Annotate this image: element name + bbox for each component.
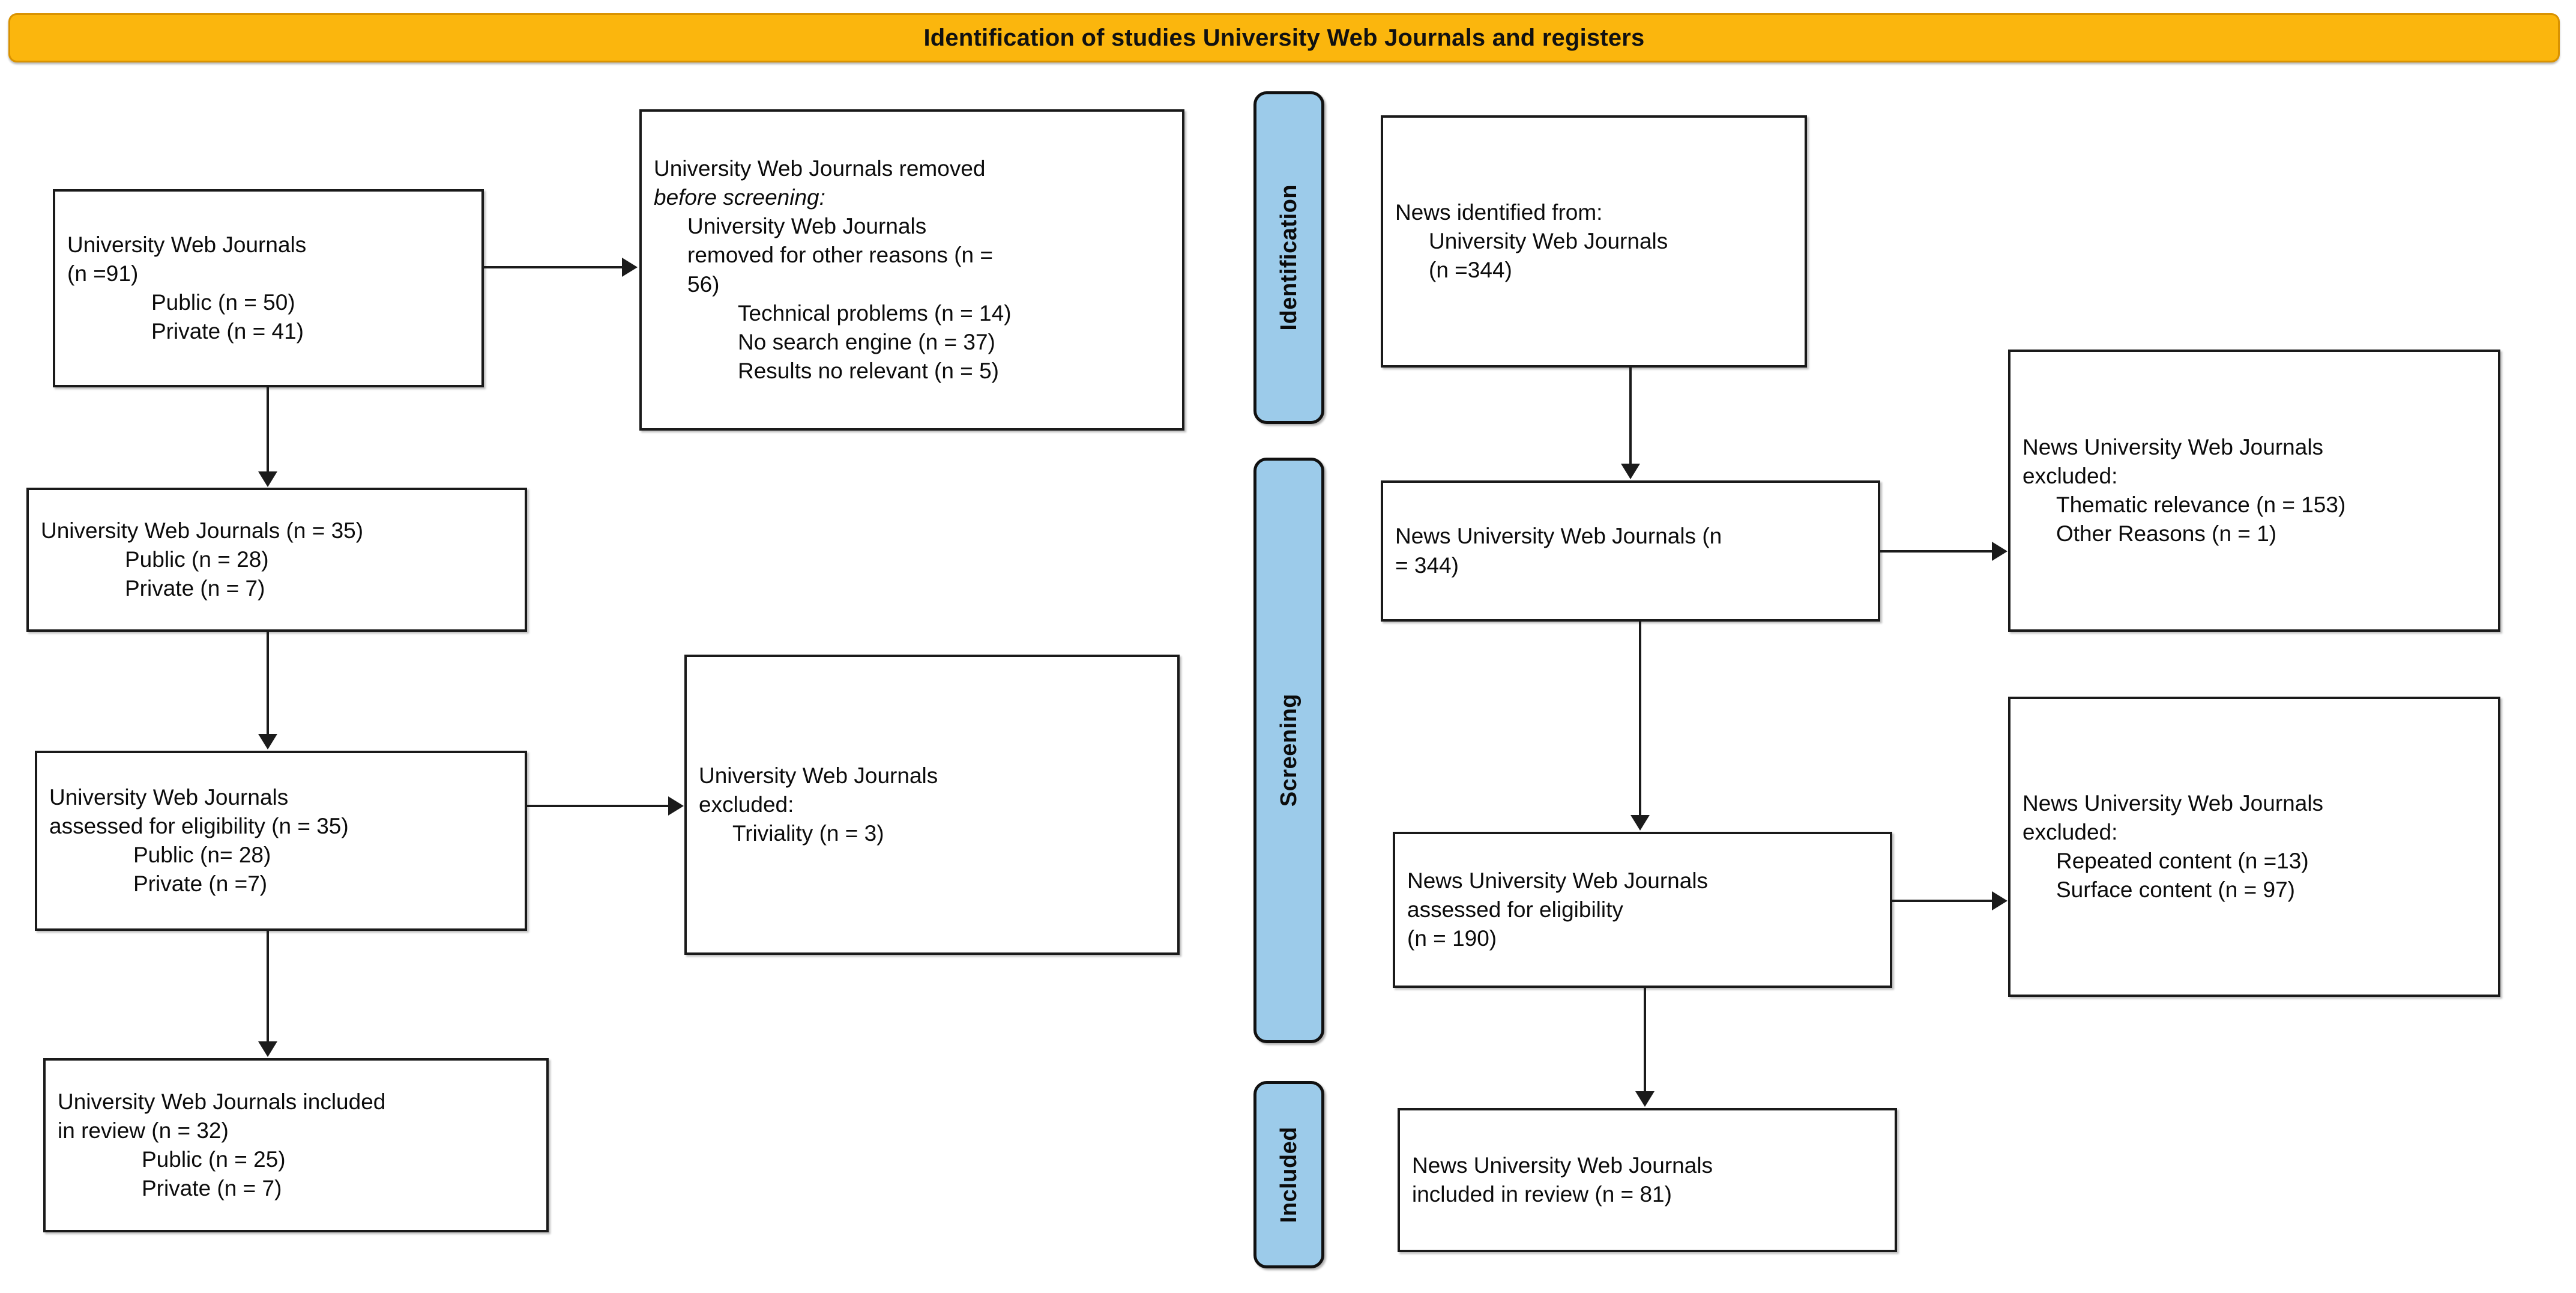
connector-right-screened-to-eligibility	[1639, 622, 1641, 815]
box-right-eligibility: News University Web Journals assessed fo…	[1393, 832, 1892, 988]
arrowhead-left-eligibility-to-excluded	[668, 796, 684, 816]
arrowhead-left-screened-to-eligibility	[258, 734, 277, 749]
arrowhead-right-identified-to-screened	[1621, 464, 1640, 479]
box-left-excluded: University Web Journals excluded: Trivia…	[684, 655, 1180, 955]
box-left-excluded-line-1: University Web Journals	[699, 763, 938, 788]
arrowhead-right-eligibility-to-included	[1635, 1091, 1654, 1107]
box-left-identified: University Web Journals (n =91) Public (…	[53, 189, 484, 387]
box-right-eligibility-line-2: assessed for eligibility	[1407, 897, 1623, 922]
connector-right-eligibility-to-excluded	[1892, 900, 1992, 902]
page-title: Identification of studies University Web…	[923, 24, 1645, 51]
connector-left-eligibility-to-excluded	[527, 805, 668, 807]
box-left-removed-line-5: 56)	[687, 271, 720, 297]
box-left-eligibility-line-4: Private (n =7)	[133, 871, 268, 897]
box-left-removed-line-4: removed for other reasons (n =	[687, 243, 994, 268]
box-left-screened-line-3: Private (n = 7)	[125, 576, 265, 601]
box-right-included-line-1: News University Web Journals	[1412, 1152, 1713, 1178]
stage-label-included: Included	[1276, 1126, 1302, 1223]
arrowhead-right-screened-to-eligibility	[1630, 815, 1650, 831]
box-left-eligibility-line-2: assessed for eligibility (n = 35)	[49, 813, 349, 838]
box-left-included-line-3: Public (n = 25)	[142, 1147, 286, 1172]
box-left-eligibility-line-3: Public (n= 28)	[133, 843, 271, 867]
box-left-removed-line-8: Results no relevant (n = 5)	[738, 358, 999, 383]
box-right-screened: News University Web Journals (n = 344)	[1381, 480, 1880, 622]
box-left-included-line-4: Private (n = 7)	[142, 1176, 282, 1201]
box-left-removed-line-2: before screening:	[654, 185, 825, 210]
box-right-screened-excluded-line-2: excluded:	[2022, 463, 2118, 488]
connector-left-eligibility-to-included	[267, 931, 269, 1041]
arrowhead-left-eligibility-to-included	[258, 1041, 277, 1057]
box-left-eligibility-line-1: University Web Journals	[49, 784, 289, 810]
box-right-included: News University Web Journals included in…	[1398, 1108, 1897, 1252]
box-left-included: University Web Journals included in revi…	[43, 1058, 549, 1232]
connector-right-eligibility-to-included	[1644, 988, 1646, 1091]
arrowhead-right-eligibility-to-excluded	[1992, 891, 2007, 910]
box-left-excluded-line-2: excluded:	[699, 792, 794, 817]
box-left-identified-line-1: University Web Journals	[67, 232, 307, 257]
connector-left-screened-to-eligibility	[267, 632, 269, 734]
connector-right-identified-to-screened	[1629, 368, 1632, 464]
box-right-identified-line-1: News identified from:	[1395, 199, 1603, 225]
box-left-removed-line-3: University Web Journals	[687, 214, 927, 239]
diagram-header-banner: Identification of studies University Web…	[8, 13, 2560, 62]
box-left-removed-line-1: University Web Journals removed	[654, 156, 986, 181]
box-left-removed-line-6: Technical problems (n = 14)	[738, 300, 1012, 326]
arrowhead-left-identified-to-screened	[258, 471, 277, 487]
box-right-identified-line-2: University Web Journals	[1429, 228, 1668, 253]
stage-pill-screening: Screening	[1253, 458, 1324, 1043]
box-left-removed-before-screening: University Web Journals removed before s…	[639, 109, 1184, 431]
connector-right-screened-to-excluded	[1880, 550, 1992, 553]
stage-pill-identification: Identification	[1253, 91, 1324, 424]
box-right-screened-line-2: = 344)	[1395, 553, 1459, 578]
box-right-screened-line-1: News University Web Journals (n	[1395, 524, 1722, 549]
box-right-included-line-2: included in review (n = 81)	[1412, 1182, 1672, 1207]
box-right-screened-excluded-line-1: News University Web Journals	[2022, 434, 2324, 459]
box-right-identified-line-3: (n =344)	[1429, 258, 1512, 283]
box-left-removed-line-7: No search engine (n = 37)	[738, 329, 995, 354]
box-left-screened-line-2: Public (n = 28)	[125, 547, 269, 572]
arrowhead-left-identified-to-removed	[622, 258, 638, 277]
box-right-eligibility-line-3: (n = 190)	[1407, 926, 1497, 951]
connector-left-identified-to-screened	[267, 387, 269, 471]
box-right-eligibility-excluded: News University Web Journals excluded: R…	[2008, 697, 2500, 997]
box-left-identified-line-4: Private (n = 41)	[151, 319, 304, 344]
box-right-screened-excluded-line-4: Other Reasons (n = 1)	[2056, 521, 2277, 547]
box-left-identified-line-2: (n =91)	[67, 261, 139, 286]
stage-label-identification: Identification	[1276, 184, 1302, 331]
arrowhead-right-screened-to-excluded	[1992, 542, 2007, 561]
stage-label-screening: Screening	[1276, 694, 1302, 807]
box-right-eligibility-excluded-line-1: News University Web Journals	[2022, 790, 2324, 816]
connector-left-identified-to-removed	[484, 266, 622, 268]
box-right-screened-excluded-line-3: Thematic relevance (n = 153)	[2056, 492, 2346, 517]
box-left-screened: University Web Journals (n = 35) Public …	[26, 488, 527, 632]
box-left-included-line-1: University Web Journals included	[58, 1089, 386, 1114]
box-left-identified-line-3: Public (n = 50)	[151, 290, 295, 315]
box-right-eligibility-excluded-line-3: Repeated content (n =13)	[2056, 849, 2309, 873]
box-right-identified: News identified from: University Web Jou…	[1381, 115, 1807, 368]
stage-pill-included: Included	[1253, 1081, 1324, 1268]
box-right-screened-excluded: News University Web Journals excluded: T…	[2008, 350, 2500, 632]
box-left-excluded-line-3: Triviality (n = 3)	[732, 821, 884, 846]
box-right-eligibility-excluded-line-4: Surface content (n = 97)	[2056, 877, 2295, 903]
box-left-screened-line-1: University Web Journals (n = 35)	[41, 518, 364, 543]
box-left-eligibility: University Web Journals assessed for eli…	[35, 751, 527, 931]
box-right-eligibility-line-1: News University Web Journals	[1407, 868, 1709, 893]
box-left-included-line-2: in review (n = 32)	[58, 1118, 229, 1143]
box-right-eligibility-excluded-line-2: excluded:	[2022, 819, 2118, 844]
